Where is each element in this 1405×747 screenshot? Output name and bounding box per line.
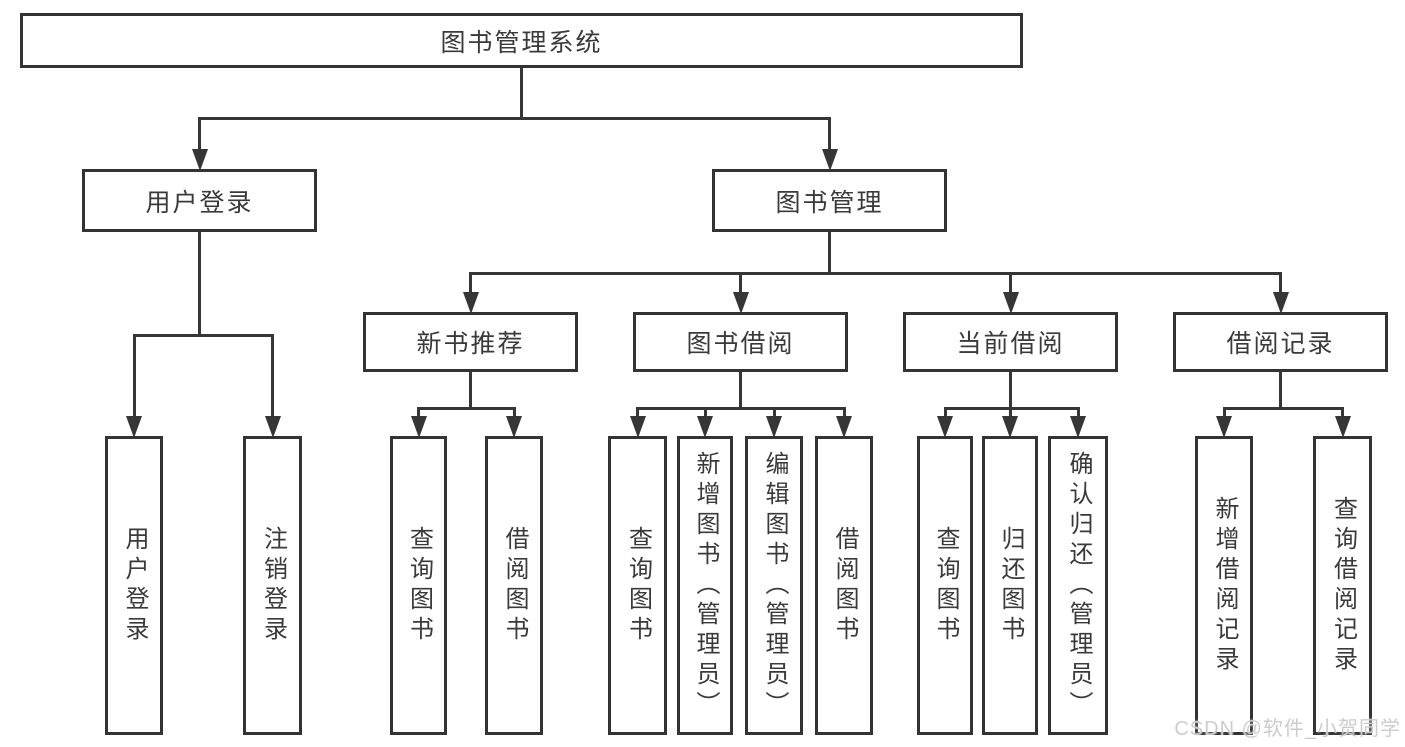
connector-bus-rec: [417, 407, 516, 410]
connector-drop-rec: [469, 272, 472, 292]
arrow-down-icon-current: [1002, 292, 1019, 314]
node-label-record-query: 查询借阅记录: [1329, 495, 1357, 676]
node-label-borrow-query: 查询图书: [624, 525, 652, 646]
arrow-down-icon-borrow-borrow: [836, 416, 852, 438]
arrow-down-icon-rec-borrow: [506, 416, 522, 438]
connector-drop-cur-return: [1008, 407, 1012, 416]
connector-bus-record: [1222, 407, 1344, 410]
connector-bus-borrow: [636, 407, 846, 410]
arrow-down-icon-rec-query: [410, 416, 427, 438]
arrow-down-icon-cur-confirm: [1070, 416, 1086, 438]
node-label-borrow-borrow: 借阅图书: [831, 525, 858, 646]
node-cur-confirm: 确认归还（管理员）: [1048, 436, 1108, 735]
node-borrow: 图书借阅: [633, 312, 848, 372]
node-label-borrow-edit: 编辑图书（管理员）: [761, 450, 788, 721]
connector-stem-mgmt: [828, 232, 831, 275]
connector-drop-login: [198, 117, 201, 149]
connector-drop-borrow-query: [636, 407, 639, 416]
node-label-cur-confirm: 确认归还（管理员）: [1065, 450, 1092, 721]
node-rec-borrow: 借阅图书: [485, 436, 543, 735]
node-label-login: 用户登录: [145, 188, 254, 217]
connector-drop-cur-query: [943, 407, 947, 416]
connector-drop-mgmt: [828, 117, 831, 149]
connector-drop-borrow-add: [703, 407, 707, 416]
node-record-add: 新增借阅记录: [1195, 436, 1253, 735]
node-label-rec-query: 查询图书: [405, 525, 433, 646]
node-rec: 新书推荐: [363, 312, 578, 372]
watermark: CSDN @软件_小贺同学: [1174, 718, 1401, 740]
arrow-down-icon-borrow-query: [629, 416, 646, 438]
connector-stem-rec: [469, 372, 472, 410]
connector-stem-login: [198, 232, 201, 337]
node-label-borrow: 图书借阅: [686, 330, 795, 358]
connector-drop-login-logout: [271, 334, 274, 416]
node-record: 借阅记录: [1173, 312, 1388, 372]
connector-stem-current: [1009, 372, 1012, 410]
node-label-root: 图书管理系统: [440, 28, 603, 57]
connector-bus-current: [943, 407, 1080, 410]
connector-drop-record-add: [1222, 407, 1226, 416]
arrow-down-icon-login: [191, 149, 208, 171]
connector-drop-borrow: [739, 272, 742, 292]
connector-drop-borrow-edit: [772, 407, 776, 416]
node-borrow-edit: 编辑图书（管理员）: [745, 436, 803, 735]
connector-drop-cur-confirm: [1076, 407, 1080, 416]
arrow-down-icon-cur-return: [1002, 416, 1018, 438]
arrow-down-icon-record-add: [1216, 416, 1232, 438]
connector-stem-borrow: [739, 372, 742, 410]
node-label-mgmt: 图书管理: [775, 188, 884, 217]
arrow-down-icon-borrow: [732, 292, 749, 314]
node-record-query: 查询借阅记录: [1313, 436, 1372, 735]
node-mgmt: 图书管理: [712, 169, 947, 232]
node-cur-query: 查询图书: [917, 436, 973, 735]
connector-bus-mgmt: [469, 272, 1282, 275]
arrow-down-icon-record: [1272, 292, 1289, 314]
node-login-user: 用户登录: [105, 436, 163, 735]
node-label-cur-return: 归还图书: [997, 525, 1024, 646]
node-login-logout: 注销登录: [243, 436, 302, 735]
connector-bus-login: [132, 334, 274, 337]
connector-stem-root: [520, 68, 523, 120]
connector-drop-login-user: [132, 334, 136, 416]
arrow-down-icon-record-query: [1334, 416, 1351, 438]
node-label-rec: 新书推荐: [416, 330, 525, 358]
node-label-rec-borrow: 借阅图书: [501, 525, 528, 646]
node-label-cur-query: 查询图书: [932, 525, 959, 646]
connector-drop-rec-borrow: [512, 407, 516, 416]
arrow-down-icon-borrow-edit: [766, 416, 782, 438]
arrow-down-icon-login-logout: [264, 416, 281, 438]
node-cur-return: 归还图书: [982, 436, 1038, 735]
connector-drop-record: [1279, 272, 1282, 292]
node-current: 当前借阅: [903, 312, 1118, 372]
connector-bus-root: [198, 117, 831, 120]
node-borrow-borrow: 借阅图书: [815, 436, 873, 735]
arrow-down-icon-mgmt: [821, 149, 838, 171]
connector-drop-current: [1009, 272, 1012, 292]
node-borrow-query: 查询图书: [608, 436, 667, 735]
arrow-down-icon-rec: [462, 292, 479, 314]
arrow-down-icon-login-user: [126, 416, 142, 438]
node-rec-query: 查询图书: [390, 436, 447, 735]
node-label-record-add: 新增借阅记录: [1211, 495, 1238, 676]
node-borrow-add: 新增图书（管理员）: [677, 436, 733, 735]
node-label-login-logout: 注销登录: [259, 525, 287, 646]
node-root: 图书管理系统: [20, 13, 1023, 68]
arrow-down-icon-cur-query: [937, 416, 953, 438]
node-label-record: 借阅记录: [1226, 330, 1335, 358]
node-label-login-user: 用户登录: [121, 525, 148, 646]
connector-drop-rec-query: [417, 407, 420, 416]
node-login: 用户登录: [82, 169, 317, 232]
arrow-down-icon-borrow-add: [697, 416, 713, 438]
connector-stem-record: [1279, 372, 1282, 410]
connector-drop-record-query: [1341, 407, 1344, 416]
connector-drop-borrow-borrow: [842, 407, 846, 416]
node-label-current: 当前借阅: [956, 330, 1065, 358]
node-label-borrow-add: 新增图书（管理员）: [692, 450, 719, 721]
